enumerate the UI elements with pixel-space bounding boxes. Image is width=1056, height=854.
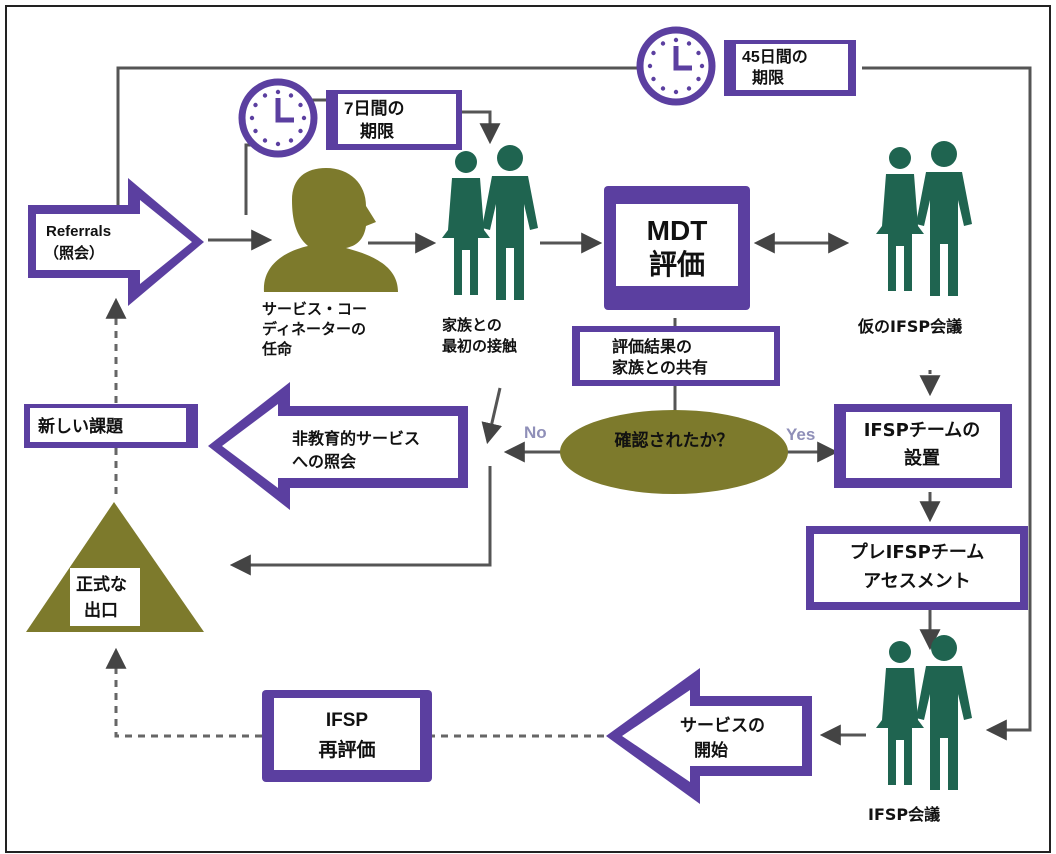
confirmed-label: 確認されたか？ <box>615 430 734 451</box>
service-start-line1: サービスの <box>680 716 765 736</box>
share-results-line1: 評価結果の <box>612 337 692 356</box>
pre-assessment-line2: アセスメント <box>863 571 971 592</box>
mdt-line2: 評価 <box>649 248 705 281</box>
share-results-line2: 家族との共有 <box>612 358 708 377</box>
ifsp-meeting-family: IFSP会議 <box>868 635 972 824</box>
pre-assessment-line1: プレIFSPチーム <box>850 541 985 563</box>
mdt-evaluation-box: MDT 評価 <box>604 186 750 310</box>
interim-ifsp-label: 仮のIFSP会議 <box>857 317 962 336</box>
non-edu-line1: 非教育的サービス <box>292 429 420 448</box>
coordinator-line3: 任命 <box>261 340 293 358</box>
non-edu-line2: への照会 <box>292 452 356 471</box>
ifsp-review-line2: 再評価 <box>318 738 375 761</box>
service-start-arrow: サービスの 開始 <box>606 668 812 804</box>
formal-exit-line2: 出口 <box>84 600 118 621</box>
non-edu-referral-arrow: 非教育的サービス への照会 <box>208 382 468 510</box>
family-figures-icon <box>876 635 972 790</box>
clock-icon <box>242 82 314 154</box>
formal-exit-triangle: 正式な 出口 <box>26 502 204 632</box>
coordinator-line2: ディネーターの <box>262 320 366 338</box>
deadline-45-clock: 45日間の 期限 <box>640 30 856 102</box>
team-setup-box: IFSPチームの 設置 <box>834 404 1012 488</box>
new-issue-label: 新しい課題 <box>38 416 124 437</box>
coordinator-line1: サービス・コー <box>262 300 367 318</box>
share-results-box: 評価結果の 家族との共有 <box>572 326 780 386</box>
deadline-7-line1: 7日間の <box>344 99 404 118</box>
ifsp-meeting-label: IFSP会議 <box>868 805 940 824</box>
first-contact-line2: 最初の接触 <box>442 337 517 355</box>
deadline-45-line1: 45日間の <box>742 48 808 66</box>
yes-label: Yes <box>786 425 815 444</box>
interim-ifsp-family: 仮のIFSP会議 <box>857 141 972 336</box>
referrals-arrow: Referrals （照会） <box>28 178 204 306</box>
deadline-7-line2: 期限 <box>360 122 394 142</box>
service-start-line2: 開始 <box>694 740 728 761</box>
outer-frame <box>5 5 1051 853</box>
pre-assessment-box: プレIFSPチーム アセスメント <box>806 526 1028 610</box>
first-contact-line1: 家族との <box>442 316 502 334</box>
person-silhouette-icon <box>263 168 398 292</box>
referrals-line2: （照会） <box>44 244 104 262</box>
clock-icon <box>640 30 712 102</box>
new-issue-box: 新しい課題 <box>24 404 198 448</box>
coordinator-person: サービス・コー ディネーターの 任命 <box>261 168 398 358</box>
mdt-line1: MDT <box>647 215 708 246</box>
team-setup-line1: IFSPチームの <box>864 420 981 441</box>
first-contact-family: 家族との 最初の接触 <box>442 145 538 355</box>
dashed-lines <box>105 297 604 738</box>
no-label: No <box>524 423 547 442</box>
family-figures-icon <box>876 141 972 296</box>
ifsp-review-line1: IFSP <box>326 710 369 731</box>
confirmed-decision: 確認されたか？ No Yes <box>524 410 815 494</box>
ifsp-review-box: IFSP 再評価 <box>262 690 432 782</box>
connector-lines <box>116 66 1032 746</box>
referrals-line1: Referrals <box>46 223 111 240</box>
deadline-45-line2: 期限 <box>752 68 785 87</box>
family-figures-icon <box>442 145 538 300</box>
team-setup-line2: 設置 <box>904 447 940 469</box>
deadline-7-clock: 7日間の 期限 <box>242 82 462 154</box>
formal-exit-line1: 正式な <box>76 574 127 595</box>
